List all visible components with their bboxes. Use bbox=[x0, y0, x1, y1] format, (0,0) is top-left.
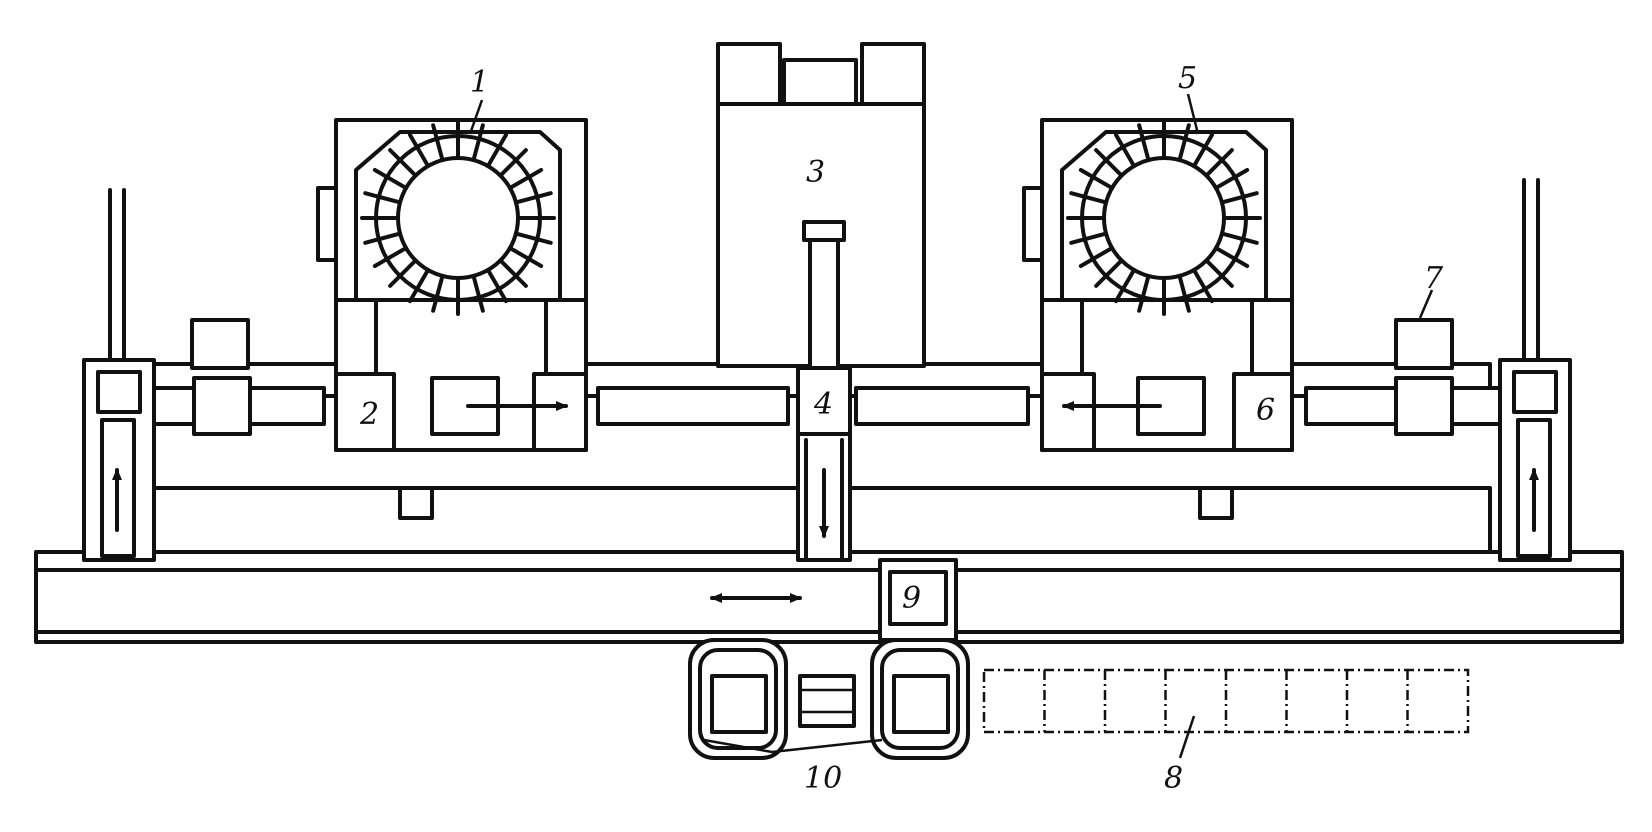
ring-spoke bbox=[471, 123, 485, 163]
ring-spoke bbox=[1069, 231, 1109, 245]
left-clamp-unit bbox=[316, 118, 588, 452]
right-post bbox=[1498, 178, 1572, 562]
central-drive bbox=[796, 220, 852, 562]
ring-spoke bbox=[1137, 123, 1151, 163]
ring-spoke bbox=[471, 273, 485, 313]
rotor-ring-left bbox=[360, 120, 556, 316]
ring-spoke bbox=[507, 246, 544, 268]
carriage bbox=[710, 558, 958, 642]
ring-spoke bbox=[1213, 246, 1250, 268]
rotor-ring-right bbox=[1066, 120, 1262, 316]
ring-spoke bbox=[372, 246, 409, 268]
ring-spoke bbox=[431, 273, 445, 313]
ring-spoke bbox=[1078, 246, 1115, 268]
label-2: 2 bbox=[359, 397, 379, 432]
ring-spoke bbox=[1114, 132, 1136, 169]
label-5: 5 bbox=[1178, 61, 1197, 96]
ring-spoke bbox=[1204, 148, 1234, 178]
shaft-segments bbox=[138, 318, 1512, 436]
label-7: 7 bbox=[1424, 261, 1444, 296]
label-8: 8 bbox=[1164, 761, 1183, 796]
ring-spoke bbox=[388, 148, 418, 178]
ring-spoke bbox=[1192, 267, 1214, 304]
leader-lines bbox=[468, 93, 1434, 759]
label-6: 6 bbox=[1256, 393, 1275, 428]
label-9: 9 bbox=[902, 581, 921, 616]
ring-spoke bbox=[431, 123, 445, 163]
label-3: 3 bbox=[806, 155, 825, 190]
ring-spoke bbox=[1078, 168, 1115, 190]
ring-spoke bbox=[1204, 258, 1234, 288]
bottom-units bbox=[688, 638, 970, 760]
ring-spoke bbox=[507, 168, 544, 190]
label-10: 10 bbox=[804, 761, 842, 796]
ring-spoke bbox=[388, 258, 418, 288]
label-4: 4 bbox=[813, 387, 833, 422]
ring-spoke bbox=[1213, 168, 1250, 190]
base-rail bbox=[34, 550, 1624, 644]
left-post bbox=[82, 188, 156, 562]
right-clamp-unit bbox=[1022, 118, 1294, 452]
ring-spoke bbox=[1219, 231, 1259, 245]
ring-spoke bbox=[1069, 191, 1109, 205]
workpiece-stack bbox=[982, 668, 1470, 734]
ring-spoke bbox=[513, 231, 553, 245]
ring-spoke bbox=[1177, 123, 1191, 163]
ring-spoke bbox=[498, 258, 528, 288]
ring-spoke bbox=[1177, 273, 1191, 313]
label-1: 1 bbox=[470, 65, 489, 100]
ring-spoke bbox=[1219, 191, 1259, 205]
ring-spoke bbox=[363, 191, 403, 205]
ring-spoke bbox=[513, 191, 553, 205]
ring-spoke bbox=[408, 132, 430, 169]
ring-spoke bbox=[1094, 258, 1124, 288]
ring-spoke bbox=[498, 148, 528, 178]
ring-spoke bbox=[1192, 132, 1214, 169]
ring-spoke bbox=[486, 132, 508, 169]
ring-spoke bbox=[1114, 267, 1136, 304]
ring-spoke bbox=[408, 267, 430, 304]
ring-spoke bbox=[363, 231, 403, 245]
ring-spoke bbox=[372, 168, 409, 190]
ring-spoke bbox=[1137, 273, 1151, 313]
ring-spoke bbox=[486, 267, 508, 304]
ring-spoke bbox=[1094, 148, 1124, 178]
